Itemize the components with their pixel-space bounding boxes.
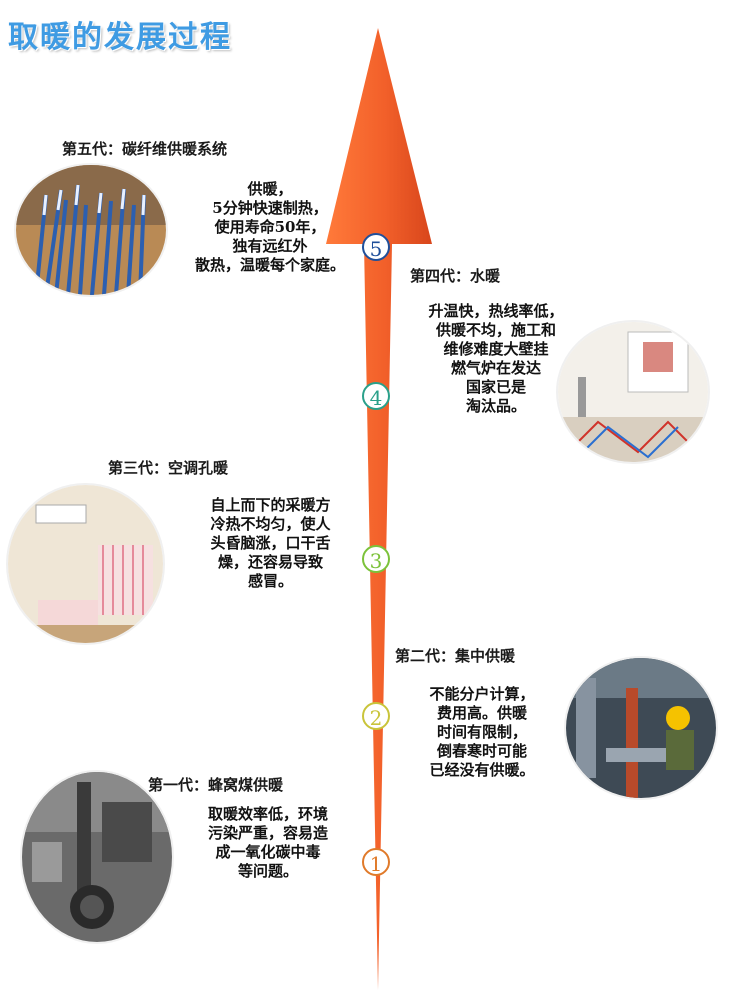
gen5-description: 供暖， 5分钟快速制热， 使用寿命50年， 独有远红外 散热，温暖每个家庭。: [194, 180, 345, 274]
gen4-description: 升温快，热线率低， 供暖不均，施工和 维修难度大壁挂 燃气炉在发达 国家已是 淘…: [428, 302, 564, 415]
page-title: 取暖的发展过程: [8, 20, 232, 55]
arrow-shape: [326, 28, 432, 990]
gen3-description: 自上而下的采暖方 冷热不均匀，使人 头昏脑涨，口干舌 燥，还容易导致 感冒。: [210, 496, 331, 590]
coal-stove-photo: [22, 772, 172, 942]
air-conditioner-room-photo: [8, 485, 163, 643]
marker-1: 1: [362, 848, 390, 876]
gen4-title: 第四代：水暖: [410, 267, 501, 285]
gen2-title: 第二代：集中供暖: [395, 647, 516, 665]
marker-3: 3: [362, 545, 390, 573]
gen1-description: 取暖效率低，环境 污染严重，容易造 成一氧化碳中毒 等问题。: [207, 805, 328, 880]
gen1-title: 第一代：蜂窝煤供暖: [148, 776, 284, 794]
gen5-title: 第五代：碳纤维供暖系统: [62, 140, 228, 158]
gen3-title: 第三代：空调孔暖: [108, 459, 229, 477]
carbon-fiber-cables-photo: [16, 165, 166, 295]
gen2-description: 不能分户计算， 费用高。供暖 时间有限制， 倒春寒时可能 已经没有供暖。: [429, 685, 535, 779]
marker-5: 5: [362, 233, 390, 261]
central-heating-worker-photo: [566, 658, 716, 798]
marker-2: 2: [362, 702, 390, 730]
marker-4: 4: [362, 382, 390, 410]
